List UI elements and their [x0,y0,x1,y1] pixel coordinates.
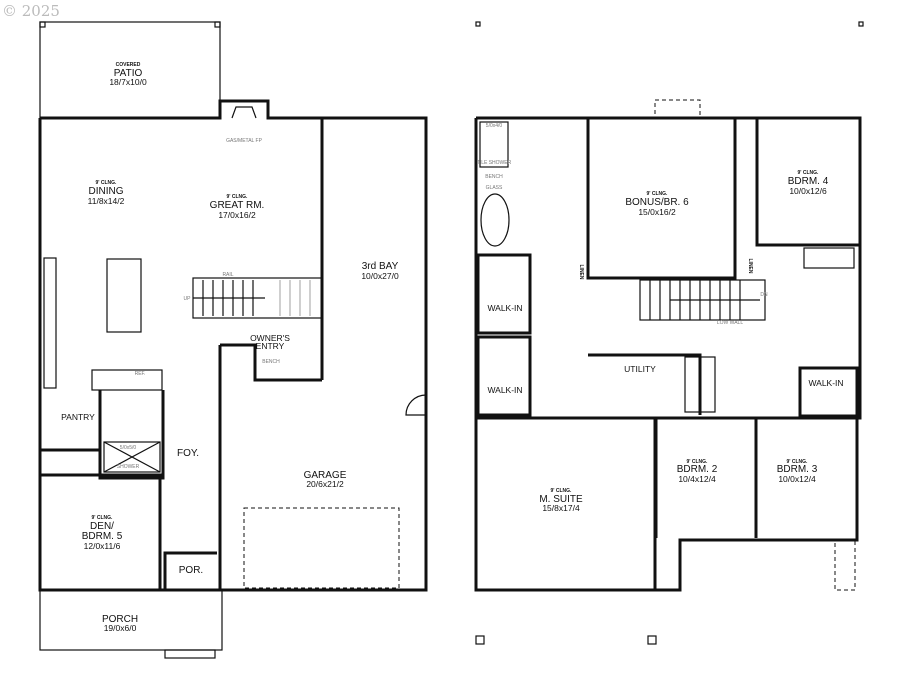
linen-label-left: LINEN [578,265,584,280]
patio-covered: COVERED [116,62,141,68]
dn-label: DN [760,292,768,298]
kitchen-counter [43,257,57,389]
ref-label: REF. [135,371,146,377]
shower [103,441,161,473]
owners-entry-line1: OWNER'S [250,333,290,343]
den-line1: DEN/ [90,521,114,532]
great-room-size: 17/0x16/2 [218,210,256,220]
master-ceiling: 9' CLNG. [551,488,573,494]
bonus-name: BONUS/BR. 6 [625,197,689,208]
den-line2: BDRM. 5 [82,531,123,542]
patio-name: PATIO [114,68,143,79]
glass-label: GLASS [486,185,503,191]
por-label: POR. [179,565,203,576]
garage-size: 20/6x21/2 [306,479,344,489]
patio-size: 18/7x10/0 [109,77,147,87]
main-floor-labels: COVERED PATIO 18/7x10/0 GAS/METAL FP 9' … [61,62,399,633]
garage-name: GARAGE [304,470,347,481]
upper-stairs [639,279,766,321]
great-room-ceiling: 9' CLNG. [227,194,249,200]
dining-size: 11/8x14/2 [88,196,125,206]
door-swing [405,394,427,416]
foyer-label: FOY. [177,448,199,459]
linen-label-right: LINEN [747,259,753,274]
bdrm4-name: BDRM. 4 [788,176,829,187]
bdrm2-ceiling: 9' CLNG. [687,459,709,465]
walk-in-1: WALK-IN [487,303,522,313]
bdrm4-size: 10/0x12/6 [789,186,827,196]
master-name: M. SUITE [539,494,583,505]
main-floor [38,21,428,659]
porch-size: 19/0x6/0 [104,623,137,633]
bench-label: BENCH [262,359,280,365]
tile-shower-size: 5/0x4/0 [486,123,503,129]
pantry-label: PANTRY [61,412,95,422]
low-wall-label: LOW WALL [717,320,743,326]
walk-in-2: WALK-IN [487,385,522,395]
tile-shower-label: TILE SHOWER [477,160,512,166]
copyright: © 2025 [2,2,60,20]
fireplace [231,106,257,119]
garage-door [243,507,400,589]
main-exterior-wall [38,116,428,592]
third-bay-name: 3rd BAY [362,261,399,272]
bench-label-upper: BENCH [485,174,503,180]
dining-name: DINING [89,186,124,197]
upper-floor [474,21,864,645]
den-size: 12/0x11/6 [84,541,121,551]
rail-label: RAIL [222,272,233,278]
shower-size: 5/0x5/0 [120,445,137,451]
walk-in-3: WALK-IN [808,378,843,388]
third-bay-size: 10/0x27/0 [361,271,399,281]
washer-dryer [684,356,716,413]
bdrm2-size: 10/4x12/4 [678,474,716,484]
bdrm3-name: BDRM. 3 [777,464,818,475]
bdrm2-name: BDRM. 2 [677,464,718,475]
kitchen-island [106,258,142,333]
bathtub [480,193,510,247]
porch-name: PORCH [102,614,138,625]
shower-label: SHOWER [117,464,140,470]
bdrm3-ceiling: 9' CLNG. [787,459,809,465]
great-room-name: GREAT RM. [210,200,265,211]
den-ceiling: 9' CLNG. [92,515,114,521]
bdrm4-ceiling: 9' CLNG. [798,170,820,176]
upper-floor-labels: 5/0x4/0 TILE SHOWER BENCH GLASS 9' CLNG.… [477,123,844,513]
up-label: UP [184,296,192,302]
fireplace-label: GAS/METAL FP [226,138,263,144]
porch-outline [39,589,223,651]
bdrm3-size: 10/0x12/4 [778,474,816,484]
bonus-ceiling: 9' CLNG. [647,191,669,197]
dining-ceiling: 9' CLNG. [96,180,118,186]
master-size: 15/8x17/4 [542,503,580,513]
upper-exterior-wall [474,116,862,592]
owners-entry-line2: ENTRY [256,341,285,351]
bonus-size: 15/0x16/2 [638,207,676,217]
utility-label: UTILITY [624,364,656,374]
